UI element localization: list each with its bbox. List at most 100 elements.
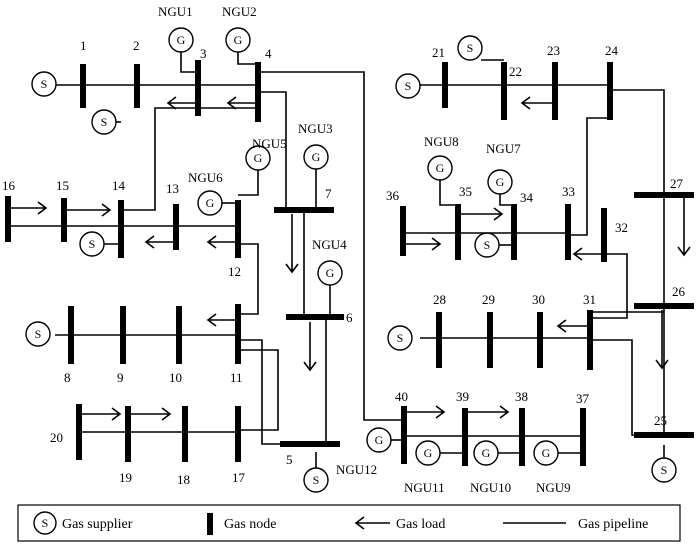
node-label-2: 2	[133, 38, 140, 53]
node-label-23: 23	[547, 43, 560, 58]
node-label-35: 35	[459, 184, 472, 199]
svg-text:G: G	[542, 446, 551, 460]
generator-label-ngu4: NGU4	[312, 237, 347, 252]
node-20	[76, 404, 82, 460]
node-label-6: 6	[346, 310, 353, 325]
node-label-19: 19	[119, 470, 132, 485]
supplier-node-34: S	[474, 232, 500, 258]
load-node-20	[80, 407, 122, 421]
supplier-node-5: S	[303, 467, 329, 493]
svg-text:G: G	[234, 33, 243, 47]
load-node-15	[64, 203, 112, 217]
legend-node-label: Gas node	[224, 517, 277, 532]
node-label-40: 40	[395, 389, 408, 404]
pipe-11-17	[238, 349, 279, 431]
generator-ngu3: G	[303, 144, 329, 170]
supplier-node-28: S	[387, 325, 413, 351]
node-36	[400, 206, 406, 256]
node-13	[173, 204, 179, 250]
svg-text:S: S	[467, 41, 474, 55]
load-node-12	[206, 235, 238, 249]
generator-ngu8: G	[427, 155, 453, 181]
generator-ngu1: G	[168, 27, 194, 53]
node-33	[565, 204, 571, 260]
generator-label-ngu9: NGU9	[536, 480, 571, 495]
pipe-24-27	[610, 89, 665, 195]
node-label-30: 30	[532, 292, 545, 307]
load-node-19	[127, 407, 172, 421]
load-node-35	[457, 207, 504, 221]
load-node-6	[303, 322, 317, 372]
node-label-34: 34	[520, 190, 534, 205]
generator-label-ngu7: NGU7	[486, 141, 521, 156]
generator-label-ngu12: NGU12	[336, 462, 377, 477]
svg-text:S: S	[41, 77, 48, 91]
svg-text:S: S	[313, 473, 320, 487]
svg-text:S: S	[35, 327, 42, 341]
load-node-27	[677, 198, 691, 257]
node-7	[274, 207, 334, 213]
node-15	[61, 198, 67, 242]
node-label-28: 28	[433, 292, 446, 307]
generator-label-ngu6: NGU6	[188, 170, 223, 185]
load-node-11	[206, 313, 238, 327]
node-label-26: 26	[672, 284, 686, 299]
svg-text:S: S	[89, 237, 96, 251]
pipe-4-14	[121, 107, 258, 211]
node-label-27: 27	[670, 176, 684, 191]
node-14	[118, 200, 124, 258]
pipe-6-5	[314, 316, 327, 444]
node-label-36: 36	[386, 188, 400, 203]
pipe-11-5	[238, 339, 290, 445]
svg-text:G: G	[177, 33, 186, 47]
node-22	[501, 62, 507, 120]
generator-ngu11: G	[415, 440, 441, 466]
pipe-12-11	[238, 243, 259, 315]
node-label-16: 16	[2, 178, 16, 193]
node-label-18: 18	[177, 472, 190, 487]
node-label-5: 5	[286, 452, 293, 467]
legend-supplier-icon: S	[33, 511, 57, 535]
legend-pipeline-label: Gas pipeline	[578, 517, 648, 532]
node-24	[607, 62, 613, 120]
node-11	[235, 304, 241, 364]
node-12	[235, 200, 241, 258]
generator-label-ngu3: NGU3	[298, 121, 333, 136]
svg-text:S: S	[661, 463, 668, 477]
node-label-14: 14	[112, 178, 126, 193]
supplier-node-22: S	[457, 35, 483, 61]
node-1	[80, 64, 86, 108]
load-node-16	[8, 201, 48, 215]
node-3	[195, 60, 201, 116]
node-label-25: 25	[654, 413, 667, 428]
node-label-17: 17	[232, 470, 246, 485]
generator-ngu2: G	[225, 27, 251, 53]
generator-ngu4: G	[317, 260, 343, 286]
svg-text:G: G	[326, 266, 335, 280]
pipe-24-33	[568, 117, 610, 236]
node-18	[182, 406, 188, 462]
load-node-7	[285, 214, 299, 274]
pipe-31-25	[590, 339, 664, 436]
svg-text:S: S	[42, 516, 49, 530]
node-28	[436, 312, 442, 368]
node-17	[235, 406, 241, 462]
node-16	[5, 196, 11, 242]
node-8	[68, 306, 74, 364]
supplier-node-25: S	[651, 457, 677, 483]
node-32	[601, 208, 607, 262]
node-label-9: 9	[117, 370, 124, 385]
svg-text:S: S	[101, 115, 108, 129]
generator-ngu5: G	[245, 145, 271, 171]
svg-text:G: G	[496, 175, 505, 189]
legend-supplier-label: Gas supplier	[62, 517, 133, 532]
load-node-39	[465, 405, 510, 419]
node-label-4: 4	[265, 46, 272, 61]
node-29	[487, 312, 493, 368]
pipe-32-31	[590, 253, 628, 319]
supplier-node-21: S	[395, 73, 421, 99]
gas-suppliers: S S S S S S S S S S	[25, 35, 677, 493]
generator-ngu12: G	[366, 427, 392, 453]
load-node-13	[144, 235, 176, 249]
